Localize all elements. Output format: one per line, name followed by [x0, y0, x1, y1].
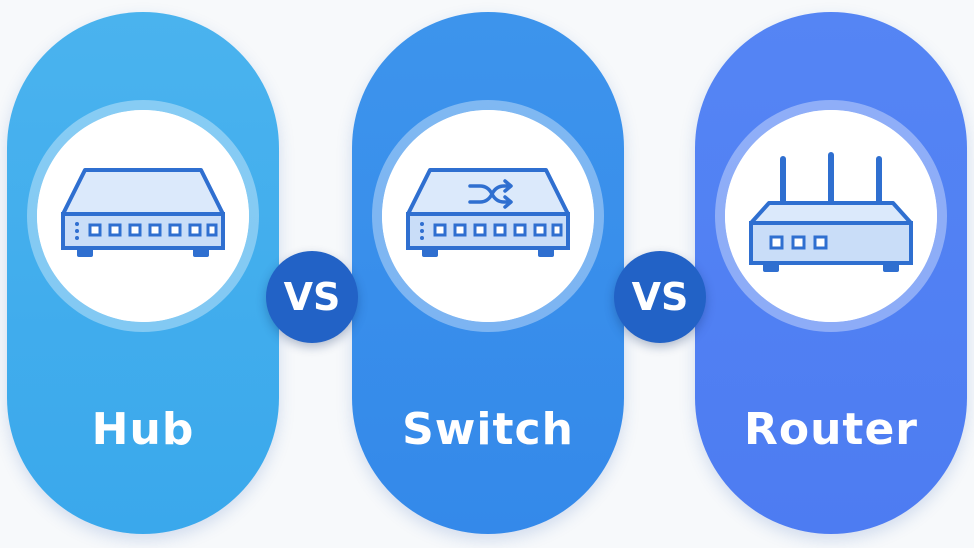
hub-icon: [61, 168, 225, 257]
hub-panel: Hub: [7, 12, 279, 534]
hub-label: Hub: [91, 404, 195, 455]
vs-badge-hub-switch: VS: [266, 251, 358, 343]
router-icon-circle: [715, 100, 947, 332]
switch-panel: Switch: [352, 12, 624, 534]
vs-badge-switch-router: VS: [614, 251, 706, 343]
router-label: Router: [743, 404, 918, 455]
router-panel: Router: [695, 12, 967, 534]
router-icon: [749, 152, 913, 272]
hub-icon-circle: [27, 100, 259, 332]
switch-icon-circle: [372, 100, 604, 332]
switch-icon: [406, 168, 570, 257]
switch-label: Switch: [402, 404, 574, 455]
